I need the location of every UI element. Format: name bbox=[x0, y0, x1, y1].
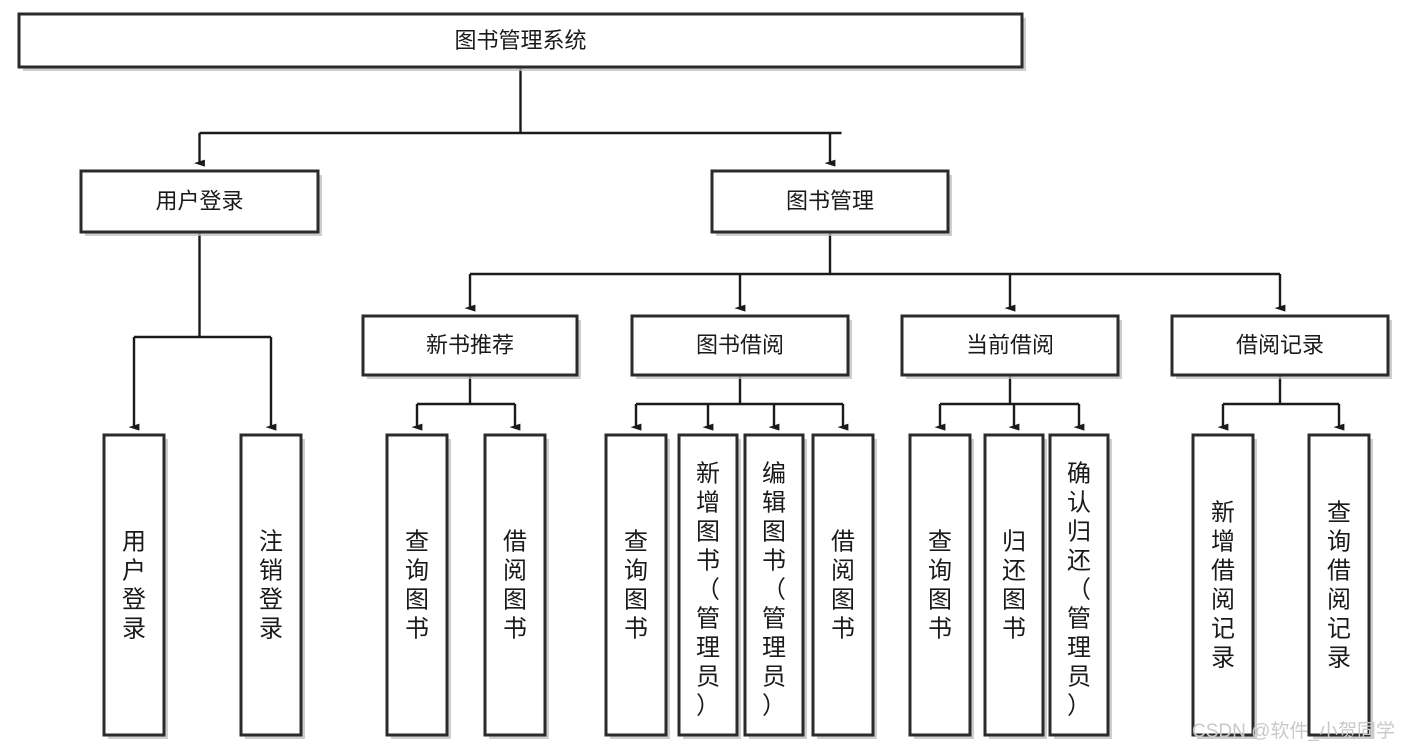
node-leaf-logout[interactable]: 注销登录 bbox=[239, 433, 305, 739]
node-leaf-add-book-label: 新增图书（管理员） bbox=[696, 461, 720, 720]
node-root-box[interactable] bbox=[17, 12, 1024, 69]
node-leaf-add-book-box[interactable] bbox=[677, 433, 739, 737]
node-user-login[interactable]: 用户登录 bbox=[79, 169, 322, 236]
node-leaf-query-book-3-box[interactable] bbox=[908, 433, 972, 737]
node-book-manage-box[interactable] bbox=[710, 169, 950, 234]
node-leaf-borrow-book-1-box[interactable] bbox=[483, 433, 547, 737]
node-leaf-confirm-return[interactable]: 确认归还（管理员） bbox=[1048, 433, 1112, 739]
node-leaf-query-record-box[interactable] bbox=[1307, 433, 1371, 737]
node-leaf-logout-box[interactable] bbox=[239, 433, 303, 737]
node-leaf-confirm-return-box[interactable] bbox=[1048, 433, 1110, 737]
node-leaf-borrow-book-1-label: 借阅图书 bbox=[503, 529, 527, 643]
node-current-borrow-label: 当前借阅 bbox=[966, 332, 1054, 357]
node-book-manage[interactable]: 图书管理 bbox=[710, 169, 952, 236]
node-leaf-return-book-label: 归还图书 bbox=[1002, 529, 1026, 643]
node-leaf-borrow-book-2-label: 借阅图书 bbox=[831, 529, 855, 643]
node-leaf-add-book[interactable]: 新增图书（管理员） bbox=[677, 433, 741, 739]
connector-layer bbox=[128, 67, 1345, 431]
node-leaf-query-book-2[interactable]: 查询图书 bbox=[604, 433, 670, 739]
node-leaf-query-book-1[interactable]: 查询图书 bbox=[385, 433, 451, 739]
node-leaf-add-record-box[interactable] bbox=[1191, 433, 1255, 737]
node-leaf-edit-book[interactable]: 编辑图书（管理员） bbox=[743, 433, 807, 739]
node-leaf-query-book-2-box[interactable] bbox=[604, 433, 668, 737]
node-leaf-query-record[interactable]: 查询借阅记录 bbox=[1307, 433, 1373, 739]
node-borrow-record[interactable]: 借阅记录 bbox=[1170, 314, 1392, 379]
node-leaf-user-login-box[interactable] bbox=[102, 433, 166, 737]
node-new-book-rec-label: 新书推荐 bbox=[426, 332, 514, 357]
node-leaf-user-login-label: 用户登录 bbox=[122, 529, 146, 643]
node-leaf-query-book-3[interactable]: 查询图书 bbox=[908, 433, 974, 739]
node-leaf-borrow-book-2-box[interactable] bbox=[811, 433, 875, 737]
node-leaf-query-book-1-box[interactable] bbox=[385, 433, 449, 737]
node-new-book-rec-box[interactable] bbox=[361, 314, 579, 377]
node-root[interactable]: 图书管理系统 bbox=[17, 12, 1026, 71]
node-leaf-user-login[interactable]: 用户登录 bbox=[102, 433, 168, 739]
node-leaf-edit-book-box[interactable] bbox=[743, 433, 805, 737]
leaf-node-layer: 用户登录 注销登录 查询图书 借阅图书 查询图书 新增图书（管理员） 编辑图书（管理员） 借阅… bbox=[102, 433, 1373, 739]
node-book-borrow-label: 图书借阅 bbox=[696, 332, 784, 357]
node-root-label: 图书管理系统 bbox=[454, 28, 586, 53]
node-leaf-query-book-1-label: 查询图书 bbox=[405, 529, 429, 643]
node-leaf-query-record-label: 查询借阅记录 bbox=[1327, 500, 1351, 672]
node-leaf-borrow-book-2[interactable]: 借阅图书 bbox=[811, 433, 877, 739]
node-book-borrow-box[interactable] bbox=[630, 314, 850, 377]
node-leaf-query-book-2-label: 查询图书 bbox=[624, 529, 648, 643]
node-borrow-record-box[interactable] bbox=[1170, 314, 1390, 377]
node-book-borrow[interactable]: 图书借阅 bbox=[630, 314, 852, 379]
node-leaf-query-book-3-label: 查询图书 bbox=[928, 529, 952, 643]
node-leaf-add-record[interactable]: 新增借阅记录 bbox=[1191, 433, 1257, 739]
node-leaf-borrow-book-1[interactable]: 借阅图书 bbox=[483, 433, 549, 739]
node-borrow-record-label: 借阅记录 bbox=[1236, 332, 1324, 357]
node-leaf-logout-label: 注销登录 bbox=[259, 529, 283, 643]
node-leaf-return-book-box[interactable] bbox=[983, 433, 1045, 737]
node-user-login-label: 用户登录 bbox=[155, 188, 243, 213]
node-book-manage-label: 图书管理 bbox=[786, 188, 874, 213]
node-current-borrow[interactable]: 当前借阅 bbox=[900, 314, 1122, 379]
node-current-borrow-box[interactable] bbox=[900, 314, 1120, 377]
node-leaf-edit-book-label: 编辑图书（管理员） bbox=[762, 461, 786, 720]
node-new-book-rec[interactable]: 新书推荐 bbox=[361, 314, 581, 379]
node-leaf-add-record-label: 新增借阅记录 bbox=[1211, 500, 1235, 672]
node-leaf-return-book[interactable]: 归还图书 bbox=[983, 433, 1047, 739]
node-leaf-confirm-return-label: 确认归还（管理员） bbox=[1067, 461, 1091, 720]
node-user-login-box[interactable] bbox=[79, 169, 320, 234]
